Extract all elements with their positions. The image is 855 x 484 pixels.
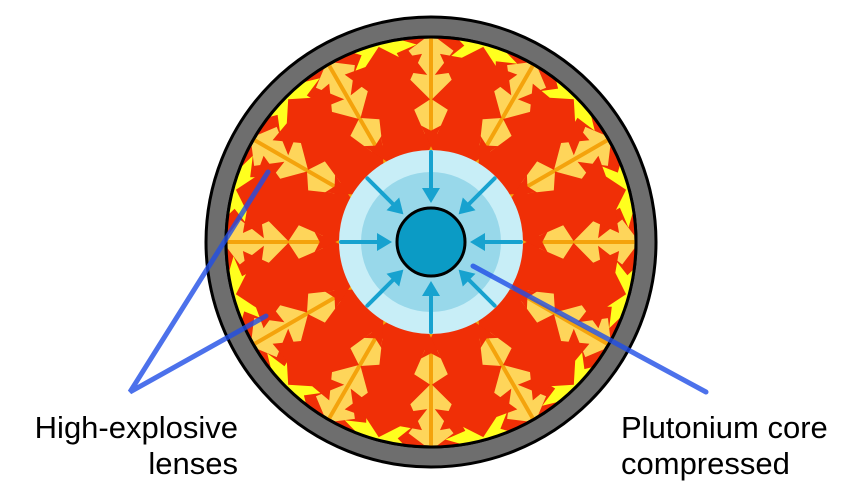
label-lenses-line-1: High-explosive bbox=[4, 410, 238, 446]
label-core-line-2: compressed bbox=[621, 446, 828, 482]
label-core-line-1: Plutonium core bbox=[621, 410, 828, 446]
device-assembly bbox=[182, 0, 680, 484]
label-lenses-line-2: lenses bbox=[4, 446, 238, 482]
core-assembly bbox=[339, 150, 523, 334]
label-plutonium-core: Plutonium core compressed bbox=[621, 410, 828, 482]
label-high-explosive-lenses: High-explosive lenses bbox=[4, 410, 238, 482]
plutonium-core-icon bbox=[397, 208, 465, 276]
